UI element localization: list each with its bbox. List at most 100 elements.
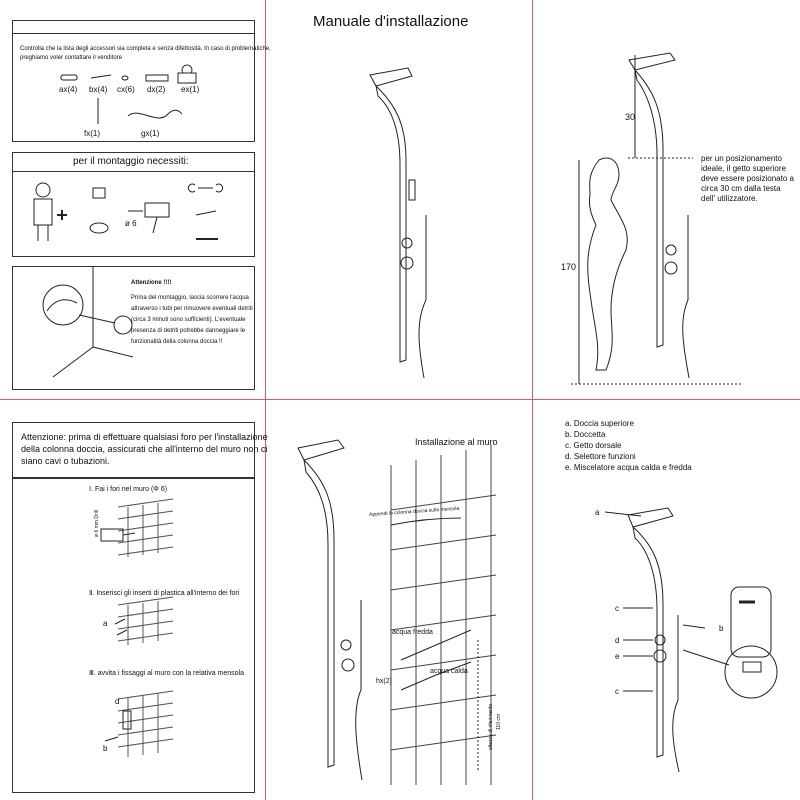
part-gx-hose [127,109,183,119]
position-note-1: per un posizionamento [701,154,782,163]
position-note-4: circa 30 cm dalla testa [701,184,781,193]
tape-icon [92,187,106,199]
dimension-170: 170 [561,262,577,272]
wall-install-drawing [297,439,497,785]
position-note-2: ideale, il getto superiore [701,164,786,173]
dimension-30: 30 [625,112,636,122]
label-d: d [115,697,120,706]
callout-c-top: c [615,604,619,613]
attention-line-3: siano cavi o tubazioni. [21,456,110,466]
part-label-gx: gx(1) [141,129,160,138]
pipe-hot [400,661,472,691]
sealant-icon [89,222,109,234]
head-shower-icon [297,439,345,461]
position-note-5: dell' utilizzatore. [701,194,758,203]
components-drawing [604,507,778,773]
warning-line-1: Prima del montaggio, lascia scorrere l'a… [131,295,249,301]
divider [13,33,254,34]
callout-e: e [615,652,620,661]
hand-shower-detail [730,586,772,658]
pipe-icon [46,299,78,312]
steps-drawing [100,498,174,757]
cold-water-label: acqua fredda [392,629,433,636]
attention-line-1: Attenzione: prima di effettuare qualsias… [21,432,268,442]
person-silhouette-icon [587,157,628,371]
position-note-3: deve essere posizionato a [701,174,794,183]
accessories-note-1: Controlla che la lista degli accessori s… [20,46,271,52]
drill-size: ø 6 [125,219,137,228]
warning-line-4: presenza di detriti potrebbe danneggiare… [131,328,246,334]
callout-d: d [615,636,620,645]
callout-a: a [595,508,600,517]
hose-icon [418,299,427,379]
part-label-ex: ex(1) [181,85,200,94]
tools-box: per il montaggio necessiti: ø 6 [12,152,255,257]
callout-c-bottom: c [615,687,619,696]
person-head-icon [35,182,51,198]
positioning-panel: 30 170 per un posizionamento ideale, il … [533,0,800,400]
arrow-icon [390,517,462,526]
warning-line-2: attraverso i tubi per rimuovere eventual… [131,306,253,312]
ref-height-1: altezza di riferimento [488,703,494,750]
step-3-label: Ⅲ. avvita i fissaggi al muro con la rela… [89,670,245,677]
selector-knob-icon [654,634,666,646]
head-shower-icon [627,507,674,528]
legend-c: c. Getto dorsale [565,441,622,450]
step-2-label: Ⅱ. Inserisci gli inserti di plastica all… [89,590,240,597]
part-bx-screw [90,74,112,79]
anchor-icon [114,618,126,625]
part-label-fx: fx(1) [84,129,100,138]
legend-e: e. Miscelatore acqua calda e fredda [565,463,692,472]
drilling-panel: Attenzione: prima di effettuare qualsias… [0,400,268,800]
parts-drawing [60,64,197,124]
connector-detail [724,645,778,699]
manual-cover-panel: Manuale d'installazione [266,0,533,400]
label-a: a [103,619,108,628]
wall-tiles [390,445,492,785]
head-shower-icon [369,67,413,87]
part-cx-washer [121,75,129,81]
wall-pipes-drawing [42,267,134,378]
tools-drawing [33,182,224,241]
callout-b: b [719,624,724,633]
wall-install-heading: Installazione al muro [415,437,498,447]
divider [13,171,254,172]
tile-grid [117,498,174,557]
tools-heading: per il montaggio necessiti: [73,156,189,167]
ref-height-2: 110 cm [496,713,502,730]
shower-column-drawing [369,67,427,379]
attention-line-2: della colonna doccia, assicurati che all… [21,444,268,454]
pencil-icon [195,210,217,216]
label-b: b [103,744,108,753]
positioning-drawing [571,52,743,385]
part-label-ax: ax(4) [59,85,78,94]
legend-d: d. Selettore funzioni [565,452,636,461]
attention-box: Attenzione: prima di effettuare qualsias… [12,422,268,478]
part-label-dx: dx(2) [147,85,166,94]
mixer-knob-icon [400,256,414,270]
step-1-label: Ⅰ. Fai i fori nel muro (Φ 6) [89,486,168,493]
steps-box: Ⅰ. Fai i fori nel muro (Φ 6) Ⅱ. Inserisc… [12,478,255,793]
warning-title: Attenzione !!!! [131,280,172,286]
drill-icon [144,202,170,218]
warning-line-5: funzionalità della colonna doccia !! [131,339,223,345]
mixer-knob-icon [653,649,667,663]
accessories-panel: Controlla che la lista degli accessori s… [0,0,271,400]
part-ax-anchor [60,74,78,81]
wall-install-panel: Installazione al muro Appendi la colonna… [266,400,533,800]
warning-line-3: (circa 3 minuti sono sufficienti). L'eve… [131,317,246,323]
part-label-cx: cx(6) [117,85,135,94]
manual-title: Manuale d'installazione [313,13,469,30]
head-shower-icon [628,52,676,71]
pipe-cold [400,629,472,661]
selector-knob-icon [401,237,413,249]
legend-a: a. Doccia superiore [565,419,634,428]
part-dx-bracket [145,74,169,82]
accessories-box: Controlla che la lista degli accessori s… [12,20,271,142]
legend-b: b. Doccetta [565,430,606,439]
warning-box: Attenzione !!!! Prima del montaggio, las… [12,266,255,390]
hx-label: hx(2) [376,678,392,685]
part-label-bx: bx(4) [89,85,108,94]
wrench-icon [187,183,224,193]
part-ex-connector [177,64,197,84]
